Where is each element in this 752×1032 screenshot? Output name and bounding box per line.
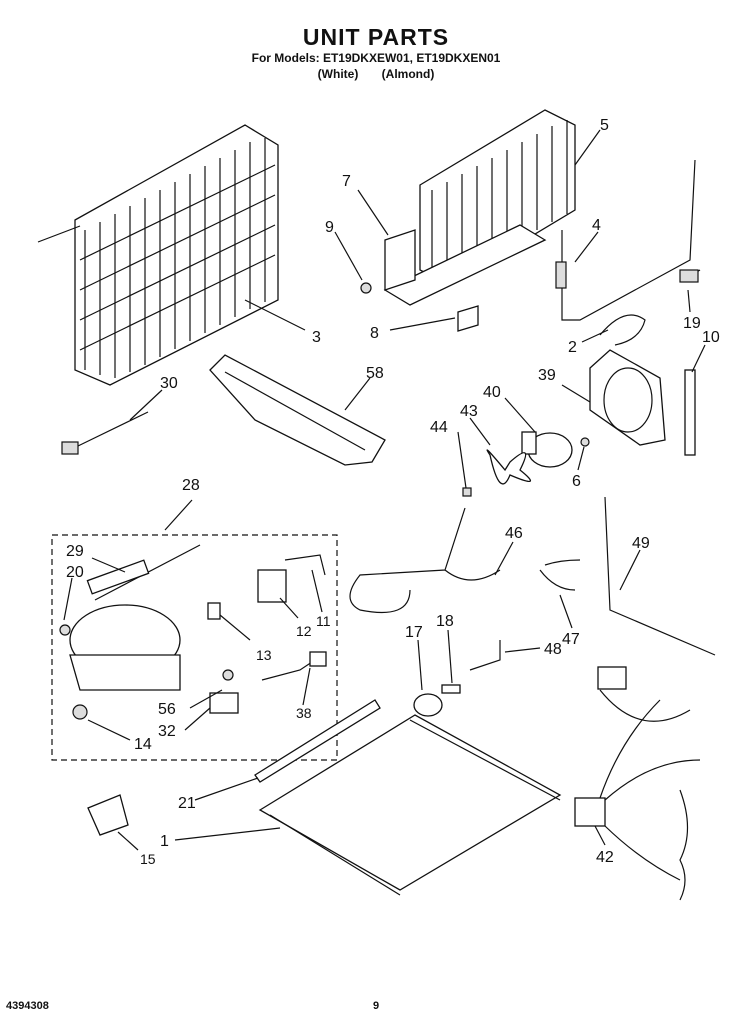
callout-17: 17	[405, 624, 423, 641]
screw-9-drawing	[360, 282, 372, 294]
callout-38: 38	[296, 705, 312, 721]
callout-3: 3	[312, 329, 321, 346]
wire-tie-30-drawing	[61, 411, 149, 455]
callout-20: 20	[66, 564, 84, 581]
callout-46: 46	[505, 525, 523, 542]
callout-18: 18	[436, 613, 454, 630]
drain-trough-58-drawing	[209, 354, 386, 466]
callout-56: 56	[158, 701, 176, 718]
wire-harness-42-drawing	[574, 666, 701, 901]
callout-14: 14	[134, 736, 152, 753]
callout-30: 30	[160, 375, 178, 392]
callout-32: 32	[158, 723, 176, 740]
callout-40: 40	[483, 384, 501, 401]
clip-8-drawing	[457, 305, 479, 332]
callout-12: 12	[296, 623, 312, 639]
callout-49: 49	[632, 535, 650, 552]
callout-7: 7	[342, 173, 351, 190]
evaporator-drawing	[383, 109, 576, 306]
callout-8: 8	[370, 325, 379, 342]
variant-almond: (Almond)	[381, 67, 435, 81]
callout-labels: 3 5 7 9 4 8 19 2 10 30 58 39 40 43 44 6 …	[66, 117, 720, 867]
compressor-drawing	[59, 544, 201, 720]
part-15-drawing	[87, 794, 129, 836]
compressor-group-box	[51, 534, 338, 761]
callout-9: 9	[325, 219, 334, 236]
tube-47-drawing	[539, 559, 581, 591]
overload-13-drawing	[207, 602, 221, 620]
callout-6: 6	[572, 473, 581, 490]
callout-11: 11	[316, 613, 331, 629]
callout-29: 29	[66, 543, 84, 560]
callout-28: 28	[182, 477, 200, 494]
harness-38-drawing	[261, 651, 327, 681]
strip-10-drawing	[684, 369, 696, 456]
page-number: 9	[372, 1000, 380, 1012]
callout-2: 2	[568, 339, 577, 356]
condenser-coil-drawing	[37, 124, 279, 386]
callout-15: 15	[140, 851, 156, 867]
callout-58: 58	[366, 365, 384, 382]
callout-5: 5	[600, 117, 609, 134]
tube-46-drawing	[349, 507, 501, 614]
document-part-number: 4394308	[6, 1000, 49, 1012]
bracket-48-drawing	[469, 640, 501, 671]
strip-21-drawing	[254, 699, 381, 783]
part-2-drawing	[599, 314, 646, 346]
callout-13: 13	[256, 647, 272, 663]
callout-42: 42	[596, 849, 614, 866]
callout-48: 48	[544, 641, 562, 658]
callout-39: 39	[538, 367, 556, 384]
wire-4-drawing	[555, 159, 701, 321]
callout-44: 44	[430, 419, 448, 436]
model-numbers: For Models: ET19DKXEW01, ET19DKXEN01	[251, 51, 501, 65]
callout-4: 4	[592, 217, 601, 234]
callout-21: 21	[178, 795, 196, 812]
page-title: UNIT PARTS	[302, 24, 450, 50]
callout-43: 43	[460, 403, 478, 420]
leader-lines	[63, 129, 706, 851]
rod-49-drawing	[604, 496, 716, 656]
fan-shroud-39-drawing	[589, 349, 666, 446]
base-pan-1-drawing	[258, 714, 562, 896]
roller-17-drawing	[413, 684, 461, 717]
fan-blade-43-drawing	[462, 449, 531, 497]
callout-10: 10	[702, 329, 720, 346]
cover-32-drawing	[209, 669, 239, 714]
callout-19: 19	[683, 315, 701, 332]
callout-47: 47	[562, 631, 580, 648]
color-variants: (White) (Almond)	[0, 67, 752, 81]
fan-motor-40-drawing	[521, 431, 590, 468]
callout-1: 1	[160, 833, 169, 850]
variant-white: (White)	[317, 67, 359, 81]
relay-12-drawing	[257, 554, 326, 603]
